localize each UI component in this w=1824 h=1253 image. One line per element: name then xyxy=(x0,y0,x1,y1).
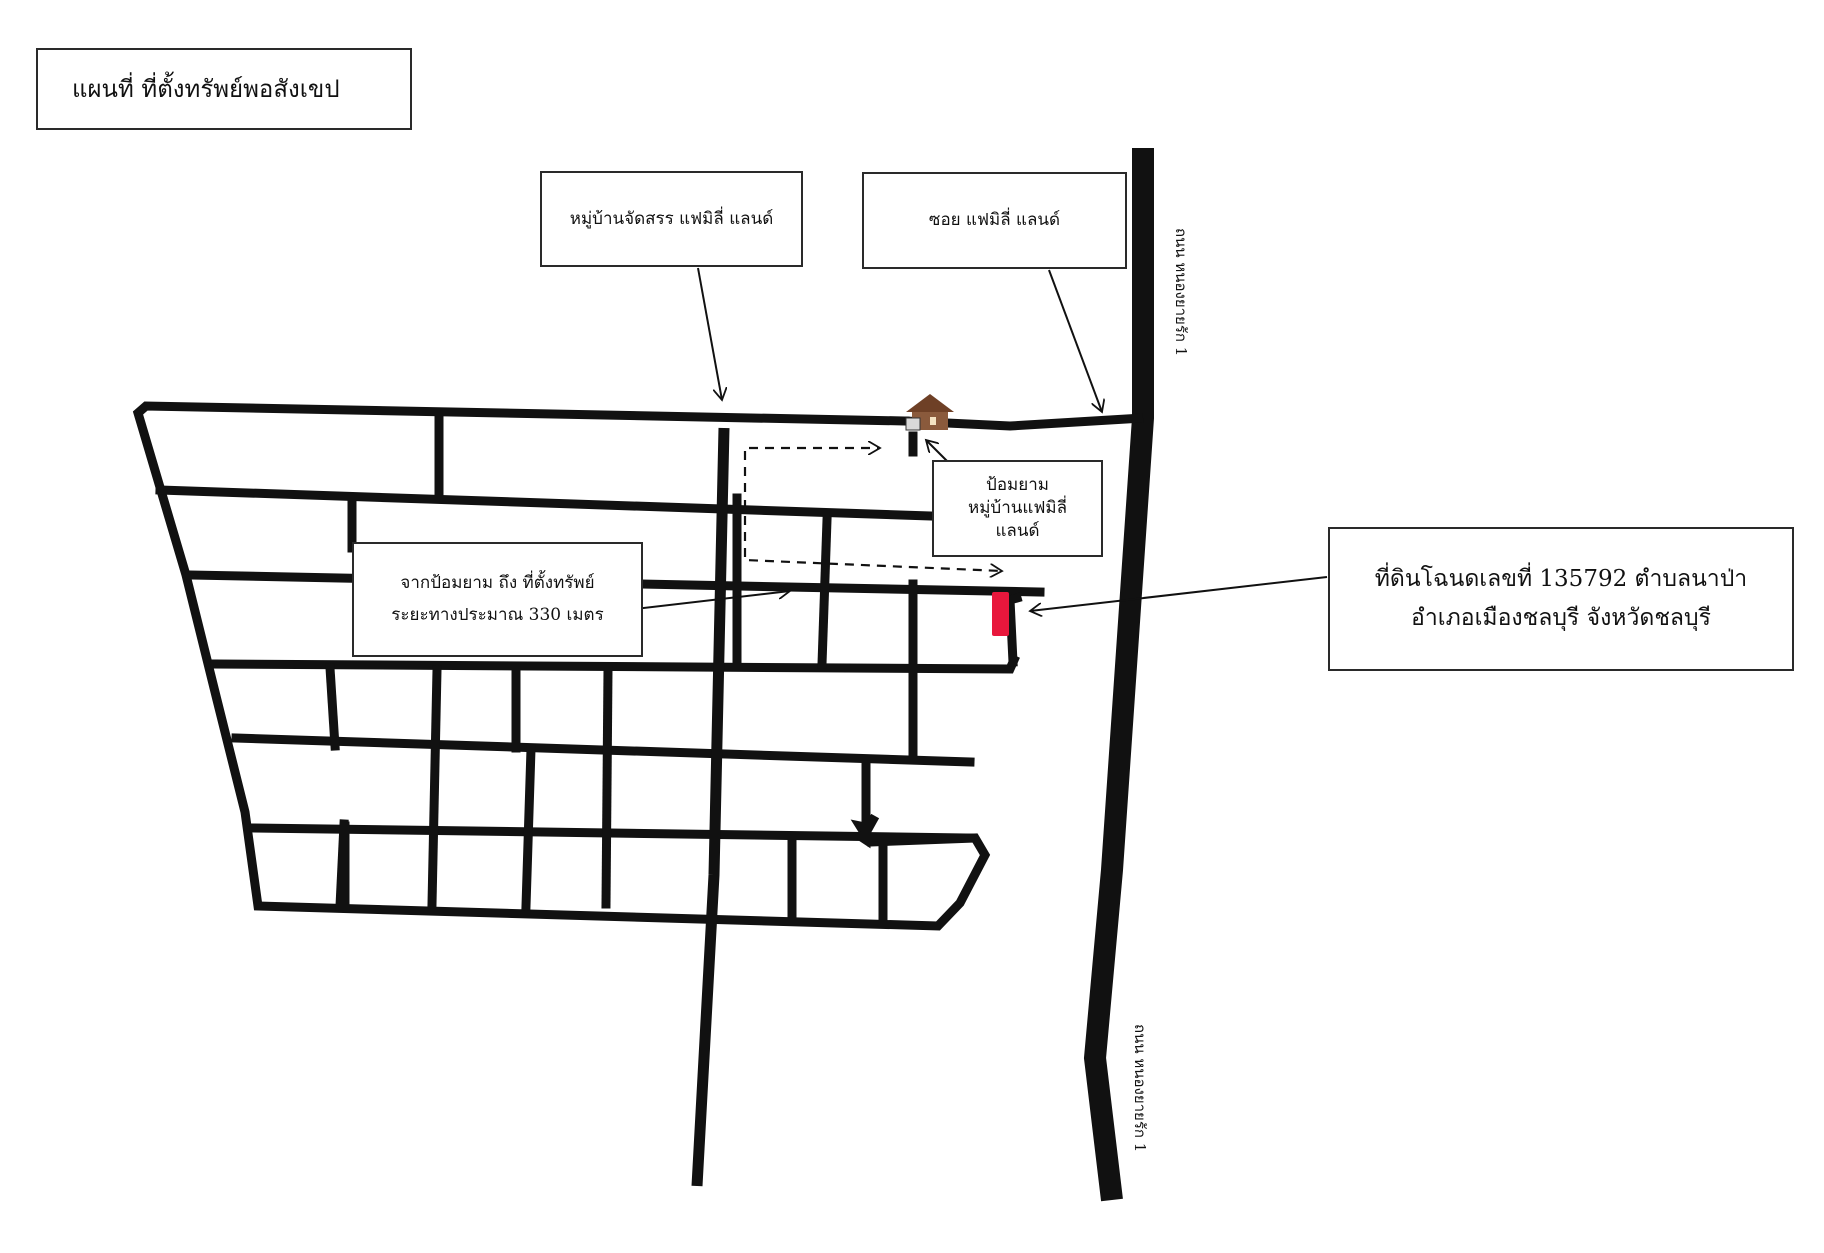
road-h-5 xyxy=(249,823,975,843)
distance-line-2: ระยะทางประมาณ 330 เมตร xyxy=(391,604,604,625)
guard-house-icon xyxy=(905,394,954,431)
route-dashed-arrow-1 xyxy=(743,448,880,492)
property-marker-icon xyxy=(992,592,1009,636)
main-road-label-top: ถนน หนองยายรัก 1 xyxy=(1172,228,1190,357)
road-v-h xyxy=(521,744,536,911)
guard-post-line-1: ป้อมยาม xyxy=(986,475,1049,496)
village-road-grid xyxy=(132,401,1045,931)
guard-post-label-box: ป้อมยาม หมู่บ้านแฟมิลี่ แลนด์ xyxy=(932,460,1103,557)
map-title-box: แผนที่ ที่ตั้งทรัพย์พอสังเขป xyxy=(36,48,412,130)
parcel-line-1: ที่ดินโฉนดเลขที่ 135792 ตำบลนาป่า xyxy=(1374,565,1748,592)
guard-post-line-3: แลนด์ xyxy=(995,520,1040,541)
road-h-3 xyxy=(210,654,1020,674)
pointer-village-arrow xyxy=(697,267,722,400)
distance-label-box: จากป้อมยาม ถึง ที่ตั้งทรัพย์ ระยะทางประม… xyxy=(352,542,643,657)
distance-line-1: จากป้อมยาม ถึง ที่ตั้งทรัพย์ xyxy=(400,573,595,594)
main-road-label-bottom: ถนน หนองยายรัก 1 xyxy=(1131,1024,1149,1153)
road-v-c xyxy=(325,663,340,751)
pointer-parcel-arrow xyxy=(1030,576,1328,611)
road-v-q xyxy=(1005,592,1023,667)
road-v-g xyxy=(601,665,613,909)
map-title: แผนที่ ที่ตั้งทรัพย์พอสังเขป xyxy=(72,74,340,103)
road-v-j xyxy=(817,515,832,669)
village-label: หมู่บ้านจัดสรร แฟมิลี่ แลนด์ xyxy=(569,208,774,229)
road-h-1 xyxy=(155,485,935,521)
parcel-line-2: อำเภอเมืองชลบุรี จังหวัดชลบุรี xyxy=(1411,605,1711,631)
village-label-box: หมู่บ้านจัดสรร แฟมิลี่ แลนด์ xyxy=(540,171,803,267)
road-main-spine xyxy=(691,427,730,1187)
guard-post-line-2: หมู่บ้านแฟมิลี่ xyxy=(968,498,1067,519)
route-dashed-arrow-2 xyxy=(743,500,1002,571)
soi-label: ซอย แฟมิลี่ แลนด์ xyxy=(928,210,1061,231)
soi-label-box: ซอย แฟมิลี่ แลนด์ xyxy=(862,172,1127,269)
road-v-e xyxy=(427,665,442,909)
road-nongyairak-1 xyxy=(1083,148,1154,1202)
pointer-soi-arrow xyxy=(1048,269,1102,412)
parcel-label-box: ที่ดินโฉนดเลขที่ 135792 ตำบลนาป่า อำเภอเ… xyxy=(1328,527,1794,671)
